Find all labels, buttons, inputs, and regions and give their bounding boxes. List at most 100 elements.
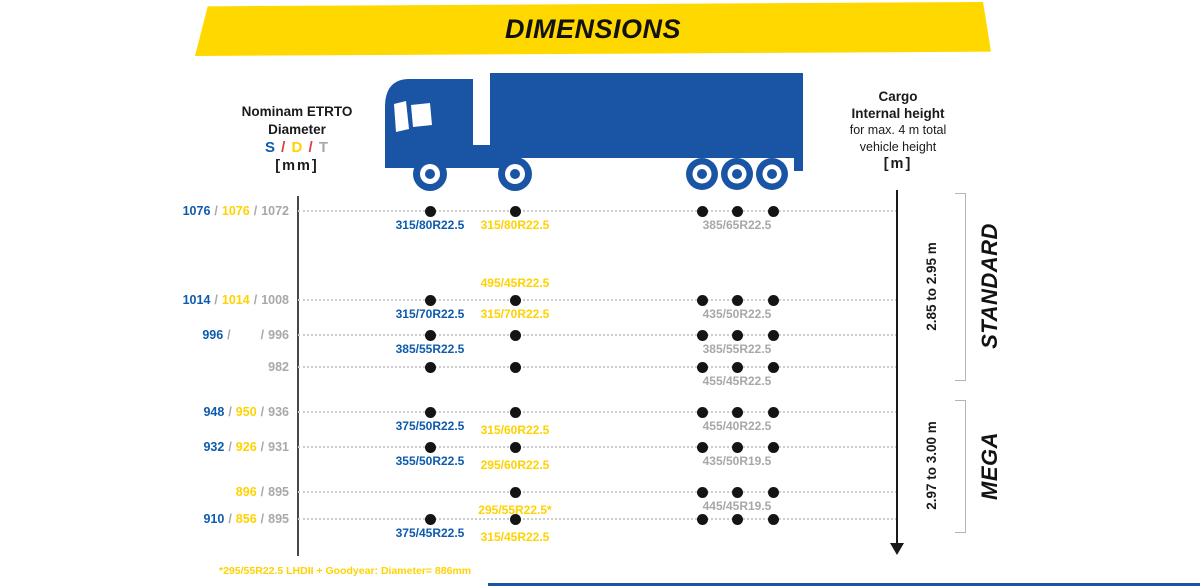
diameter-values: 948/950/936 — [55, 404, 289, 420]
row-dotted-line — [298, 366, 897, 368]
value-separator: / — [228, 440, 232, 454]
value-separator: / — [214, 293, 218, 307]
drive-wheel — [498, 157, 532, 191]
tire-size-label: 295/55R22.5* — [478, 503, 552, 517]
etrto-header-line2: Diameter — [268, 122, 326, 137]
diameter-value: 931 — [268, 440, 289, 454]
trailer-tire-dot — [696, 406, 708, 418]
value-separator: / — [260, 440, 265, 454]
row-dotted-line — [298, 299, 897, 301]
trailer-tire-dot — [696, 361, 708, 373]
row-dotted-line — [298, 518, 897, 520]
trailer-rear-bumper — [794, 158, 803, 171]
trailer-tire-dot — [696, 205, 708, 217]
cab-side-window — [411, 103, 432, 127]
trailer-tire-dot — [696, 513, 708, 525]
diameter-value: 1076 — [221, 204, 250, 218]
diameter-value: 996 — [268, 328, 289, 342]
tire-size-label: 315/45R22.5 — [480, 530, 550, 544]
diameter-value: 948 — [203, 405, 225, 419]
mega-section-label: MEGA — [977, 431, 1002, 500]
drive-tire-dot — [509, 486, 521, 498]
cab-windshield — [394, 101, 409, 132]
cargo-height-header: Cargo Internal height for max. 4 m total… — [828, 88, 968, 173]
diameter-values: 996//996 — [55, 327, 289, 343]
steer-tire-dot — [424, 294, 436, 306]
trailer-tire-dot — [767, 205, 779, 217]
tire-size-label: 315/70R22.5 — [395, 307, 465, 321]
trailer-box — [490, 73, 803, 158]
diameter-value: 856 — [235, 512, 257, 526]
standard-range-label: 2.85 to 2.95 m — [923, 241, 939, 331]
page-title: DIMENSIONS — [504, 13, 682, 44]
trailer-tire-dot — [696, 486, 708, 498]
tire-size-label: 315/80R22.5 — [395, 218, 465, 232]
bottom-blue-bar — [488, 583, 1200, 586]
left-axis-line — [297, 196, 299, 556]
diameter-value: 1014 — [182, 293, 211, 307]
value-separator: / — [227, 328, 231, 342]
cargo-header-line2: Internal height — [851, 106, 945, 121]
drive-tire-dot — [509, 513, 521, 525]
diameter-value: 950 — [235, 405, 257, 419]
steer-tire-dot — [424, 205, 436, 217]
standard-section-wrap: STANDARD — [972, 193, 1008, 379]
value-separator: / — [260, 512, 265, 526]
trailer-tire-dot — [731, 205, 743, 217]
tire-size-label: 435/50R19.5 — [702, 454, 772, 468]
trailer-tire-dot — [767, 294, 779, 306]
diameter-value: 910 — [203, 512, 225, 526]
trailer-tire-dot — [696, 294, 708, 306]
trailer-tire-dot — [731, 294, 743, 306]
steer-wheel — [413, 157, 447, 191]
diameter-value: 1076 — [182, 204, 211, 218]
value-separator: / — [228, 512, 232, 526]
steer-tire-dot — [424, 513, 436, 525]
trailer-wheel-3 — [756, 158, 788, 190]
trailer-tire-dot — [696, 329, 708, 341]
drive-tire-dot — [509, 329, 521, 341]
drive-tire-dot — [509, 361, 521, 373]
row-dotted-line — [298, 411, 897, 413]
standard-section-label: STANDARD — [977, 223, 1002, 349]
diameter-values: 1014/1014/1008 — [55, 292, 289, 308]
sdt-legend: S / D / T — [212, 139, 382, 157]
row-dotted-line — [298, 446, 897, 448]
trailer-tire-dot — [767, 406, 779, 418]
diameter-value: 1014 — [221, 293, 250, 307]
trailer-tire-dot — [767, 329, 779, 341]
tire-size-label: 375/45R22.5 — [395, 526, 465, 540]
diameter-values: 1076/1076/1072 — [55, 203, 289, 219]
standard-range-wrap: 2.85 to 2.95 m — [918, 193, 944, 379]
tire-size-label: 315/80R22.5 — [480, 218, 550, 232]
diameter-values: 896/895 — [55, 484, 289, 500]
standard-bracket — [955, 193, 966, 381]
value-separator: / — [214, 204, 218, 218]
tire-size-label: 385/55R22.5 — [702, 342, 772, 356]
mm-unit-label: [mm] — [275, 158, 319, 174]
diameter-value: 1072 — [261, 204, 289, 218]
steer-tire-dot — [424, 329, 436, 341]
diameter-value: 1008 — [261, 293, 289, 307]
tire-size-label: 445/45R19.5 — [702, 499, 772, 513]
trailer-tire-dot — [731, 486, 743, 498]
tire-size-label: 435/50R22.5 — [702, 307, 772, 321]
drive-tire-dot — [509, 441, 521, 453]
steer-tire-dot — [424, 441, 436, 453]
tire-size-label: 455/45R22.5 — [702, 374, 772, 388]
trailer-tire-dot — [731, 329, 743, 341]
tire-size-label: 315/60R22.5 — [480, 423, 550, 437]
drive-tire-dot — [509, 294, 521, 306]
mega-bracket — [955, 400, 966, 533]
steer-tire-dot — [424, 361, 436, 373]
m-unit-label: [m] — [883, 156, 913, 172]
diameter-value: 932 — [203, 440, 225, 454]
value-separator: / — [260, 405, 265, 419]
etrto-diameter-header: Nominam ETRTO Diameter S / D / T [mm] — [212, 103, 382, 175]
trailer-letter: T — [318, 139, 330, 156]
drive-tire-dot — [509, 406, 521, 418]
diameter-value: 895 — [268, 512, 289, 526]
steer-tire-dot — [424, 406, 436, 418]
mega-section-wrap: MEGA — [972, 400, 1008, 531]
diameter-value: 895 — [268, 485, 289, 499]
